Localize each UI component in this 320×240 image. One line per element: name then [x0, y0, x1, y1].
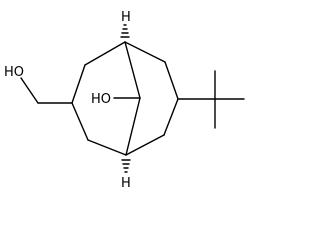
bottom-bridgehead-h-label: H — [121, 176, 131, 191]
tert-butyl-group — [177, 70, 245, 129]
bond-ch2-o — [20, 77, 39, 104]
bond-c1-c9 — [124, 41, 141, 99]
bond-c7-c8 — [163, 98, 179, 136]
ring-skeleton — [71, 41, 179, 156]
top-bridgehead-hash-bond — [120, 24, 130, 38]
molecule-diagram: HO HO H H — [4, 10, 245, 191]
bond-c8-c5 — [125, 134, 165, 156]
structure-canvas: HO HO H H — [4, 10, 245, 191]
top-bridgehead-h-label: H — [121, 10, 131, 25]
bond-c3-c4 — [71, 102, 89, 141]
bond-c6-c7 — [164, 61, 179, 100]
hydroxymethyl-group — [20, 77, 73, 104]
bridge-oh-label: HO — [91, 92, 111, 107]
bond-c2-c3 — [71, 64, 86, 104]
bond-c9-c5 — [125, 97, 141, 156]
bond-c1-c2 — [84, 41, 126, 66]
bottom-bridgehead-hash-bond — [121, 159, 131, 173]
bond-c1-c6 — [124, 41, 166, 63]
bond-c4-c5 — [87, 139, 127, 156]
hydroxymethyl-oh-label: HO — [4, 65, 24, 80]
